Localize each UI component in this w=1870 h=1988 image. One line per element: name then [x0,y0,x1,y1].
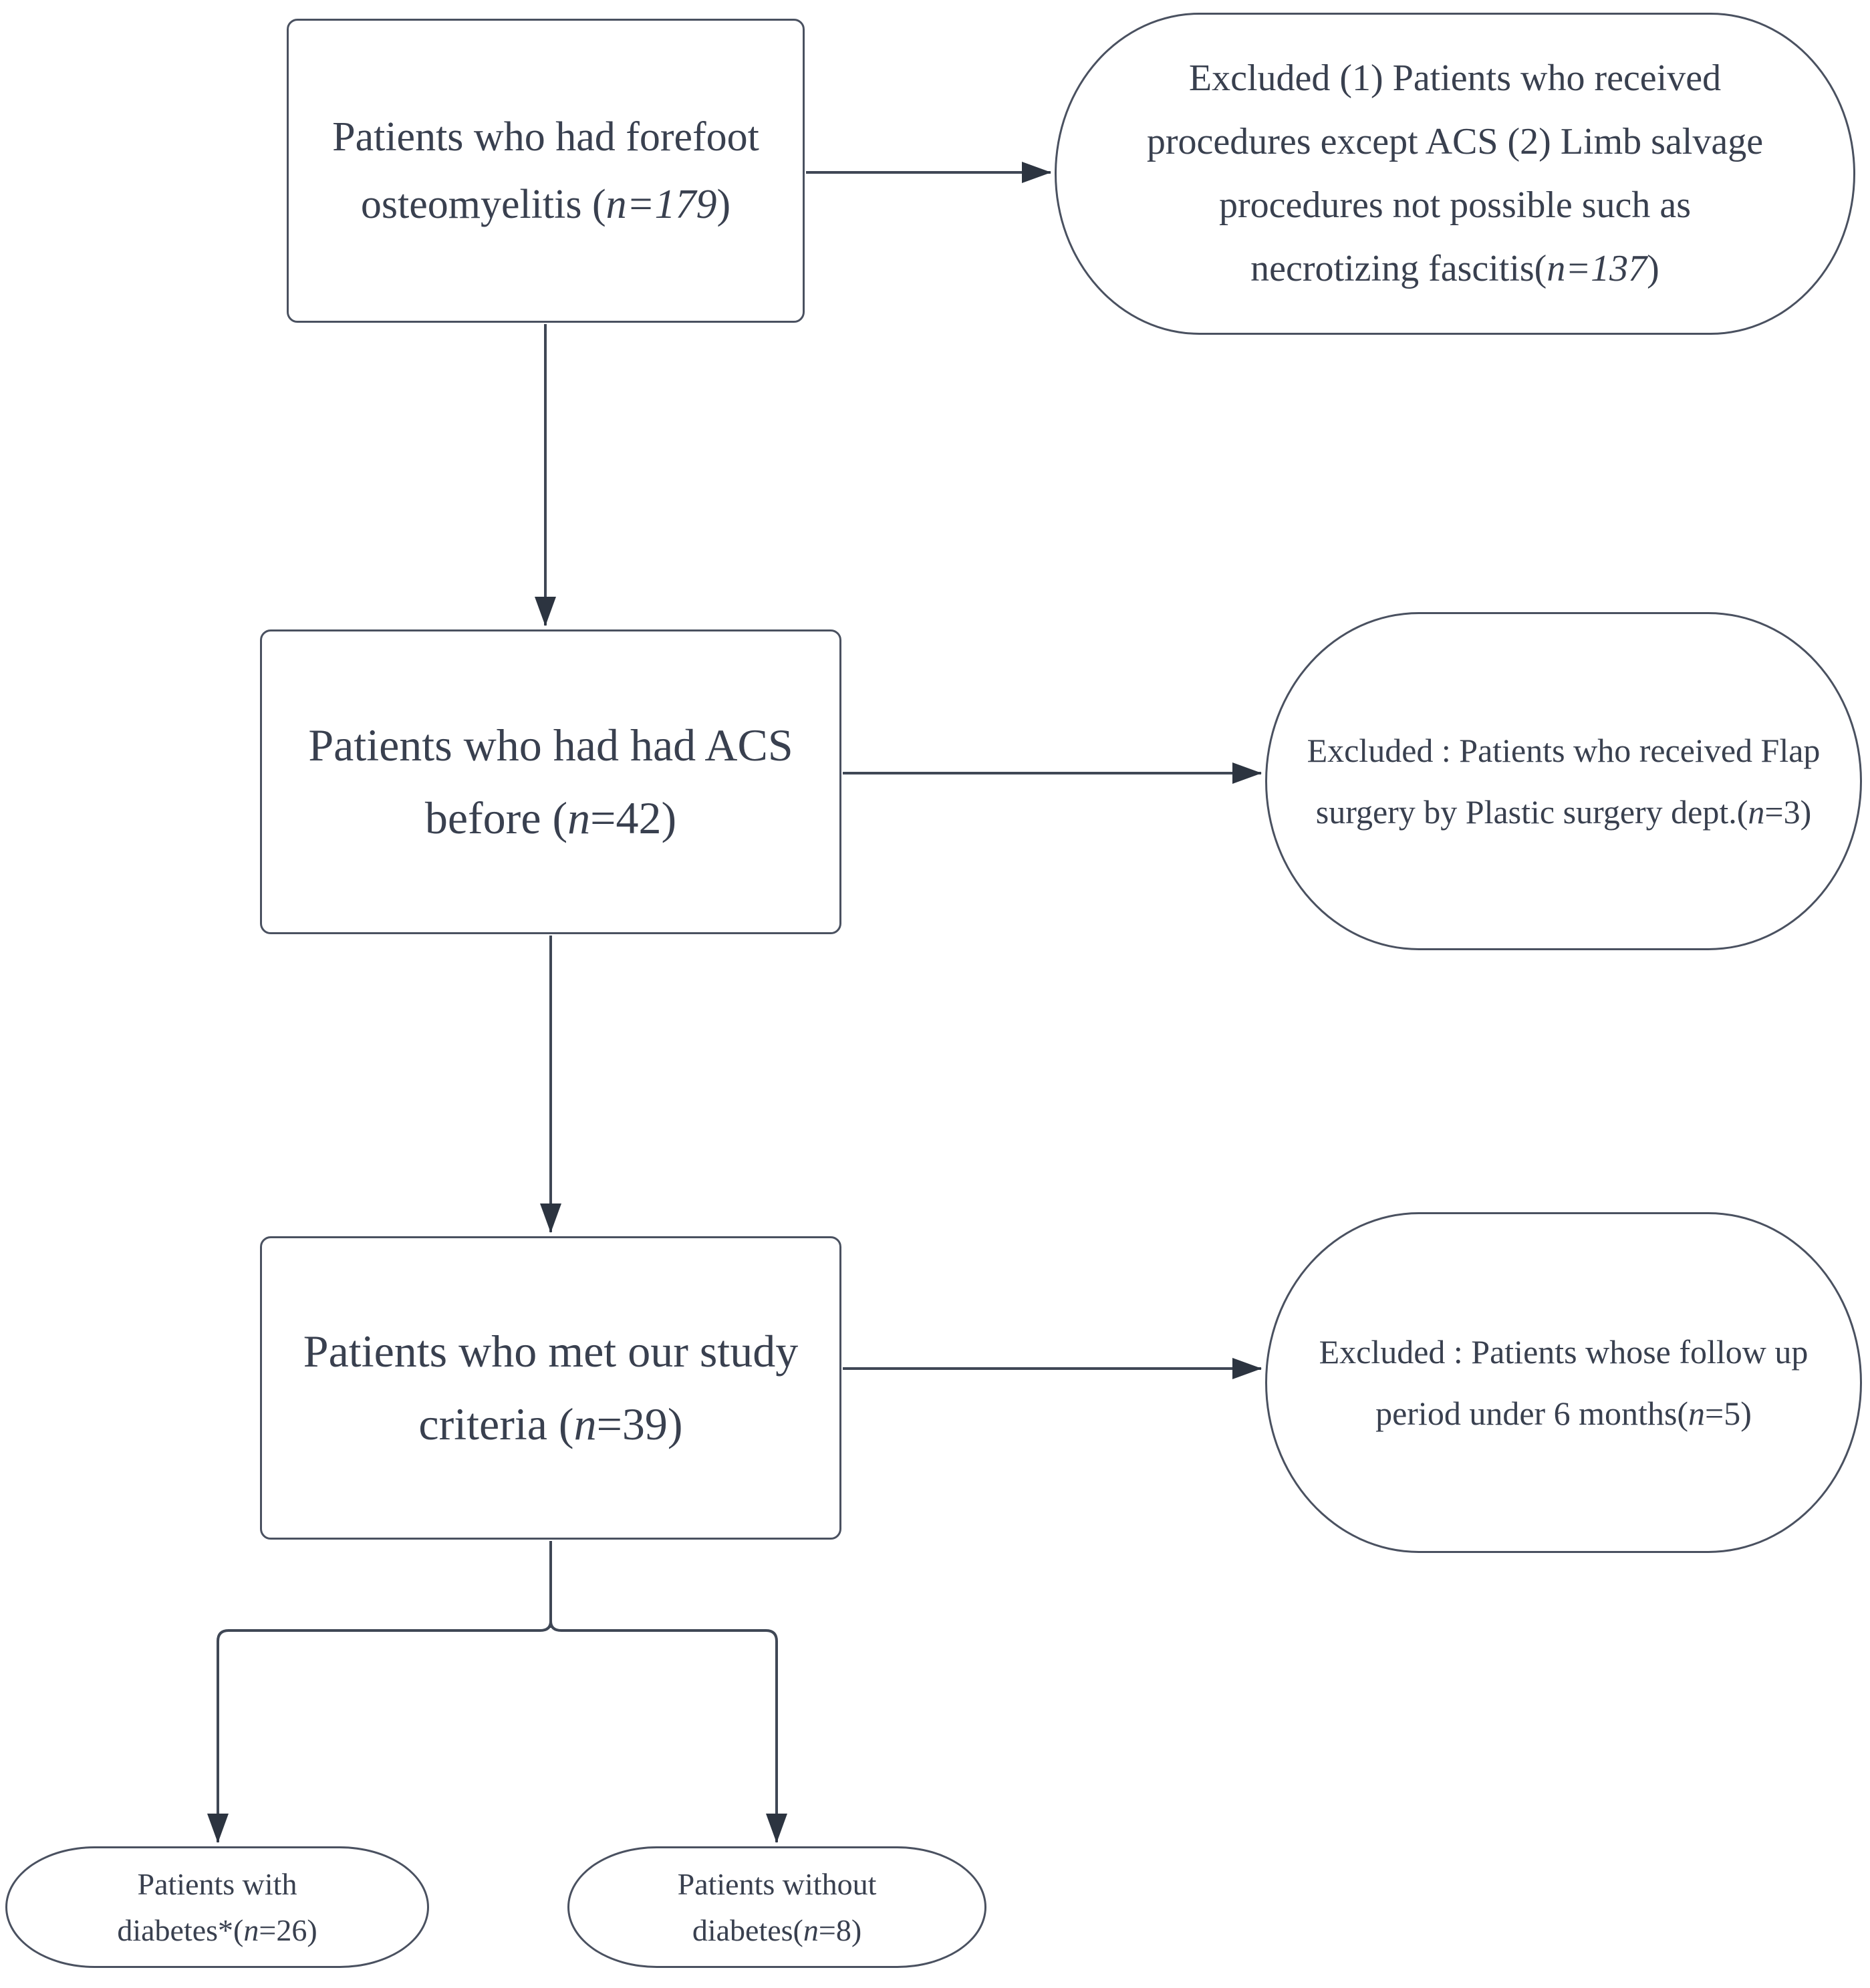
text-fragment: surgery by Plastic surgery dept.( [1315,793,1748,831]
text-fragment: procedures not possible such as [1218,184,1692,226]
text-fragment: before ( [424,793,568,843]
text-line: Patients who met our study [303,1315,798,1388]
text-fragment: =5) [1705,1395,1752,1432]
text-fragment: Patients without [677,1867,877,1901]
connector-split-to-stadium-left [207,1620,552,1843]
text-fragment: =42) [590,793,677,843]
text-fragment: diabetes*( [117,1913,244,1947]
text-line: Excluded : Patients whose follow up [1319,1321,1809,1383]
text-fragment: Patients who had had ACS [308,720,793,771]
text-line: before (n=42) [308,782,793,855]
node-text: Patients without diabetes(n=8) [678,1861,877,1953]
text-line: criteria (n=39) [303,1388,798,1461]
text-fragment: =8) [818,1913,862,1947]
text-fragment: Patients with [137,1867,297,1901]
text-fragment: Excluded : Patients who received Flap [1307,731,1821,769]
text-fragment: =3) [1764,793,1812,831]
text-line: surgery by Plastic surgery dept.(n=3) [1307,781,1821,843]
text-line: diabetes*(n=26) [117,1907,317,1953]
node-text: Excluded (1) Patients who received proce… [1147,47,1763,301]
text-fragment-italic-n: n [803,1913,819,1947]
text-fragment-italic-n: n [1688,1395,1706,1432]
text-line: diabetes(n=8) [678,1907,877,1953]
text-fragment: Excluded (1) Patients who received [1188,57,1722,99]
text-fragment: Patients who met our study [303,1326,799,1377]
node-text: Patients with diabetes*(n=26) [117,1861,317,1953]
text-line: necrotizing fascitis(n=137) [1147,237,1763,301]
node-text: Patients who met our study criteria (n=3… [303,1315,798,1461]
text-fragment: osteomyelitis ( [360,181,606,227]
text-line: osteomyelitis (n=179) [332,171,759,238]
text-fragment: criteria ( [418,1399,574,1449]
node-text: Patients who had had ACS before (n=42) [308,709,793,855]
text-fragment: ) [1647,248,1659,290]
connector-split-to-stadium-right [549,1620,787,1843]
text-fragment: procedures except ACS (2) Limb salvage [1146,120,1764,162]
node-text: Patients who had forefoot osteomyelitis … [332,104,759,238]
text-fragment: =26) [259,1913,317,1947]
text-line: Patients with [117,1861,317,1907]
node-excluded-follow-up-under-6-months: Excluded : Patients whose follow up peri… [1265,1212,1862,1553]
text-fragment: ) [716,181,731,227]
text-fragment-italic-n: n [573,1399,597,1449]
node-patients-had-acs-before: Patients who had had ACS before (n=42) [260,629,841,934]
text-line: procedures except ACS (2) Limb salvage [1147,110,1763,174]
node-patients-forefoot-osteomyelitis: Patients who had forefoot osteomyelitis … [287,19,805,323]
text-fragment-italic-n: n=137 [1547,248,1647,290]
text-fragment: Excluded : Patients whose follow up [1319,1332,1809,1371]
node-patients-met-study-criteria: Patients who met our study criteria (n=3… [260,1236,841,1540]
text-fragment: period under 6 months( [1375,1395,1689,1432]
node-text: Excluded : Patients who received Flap su… [1307,720,1821,843]
node-patients-without-diabetes: Patients without diabetes(n=8) [567,1846,986,1968]
node-excluded-procedures-limb-salvage: Excluded (1) Patients who received proce… [1055,13,1855,335]
node-excluded-flap-surgery: Excluded : Patients who received Flap su… [1265,612,1862,950]
text-fragment: Patients who had forefoot [332,114,759,160]
text-line: Patients without [678,1861,877,1907]
text-line: Patients who had forefoot [332,104,759,170]
text-line: Excluded (1) Patients who received [1147,47,1763,110]
text-line: Excluded : Patients who received Flap [1307,720,1821,782]
text-line: Patients who had had ACS [308,709,793,782]
text-fragment: =39) [596,1399,683,1449]
node-patients-with-diabetes: Patients with diabetes*(n=26) [5,1846,429,1968]
text-fragment-italic-n: n [243,1913,259,1947]
node-text: Excluded : Patients whose follow up peri… [1319,1321,1809,1445]
text-fragment: necrotizing fascitis( [1250,248,1547,290]
text-fragment-italic-n: n=179 [606,181,717,227]
text-line: procedures not possible such as [1147,174,1763,237]
text-fragment: diabetes( [692,1913,803,1947]
text-fragment-italic-n: n [567,793,591,843]
text-line: period under 6 months(n=5) [1319,1383,1809,1445]
text-fragment-italic-n: n [1748,793,1765,831]
